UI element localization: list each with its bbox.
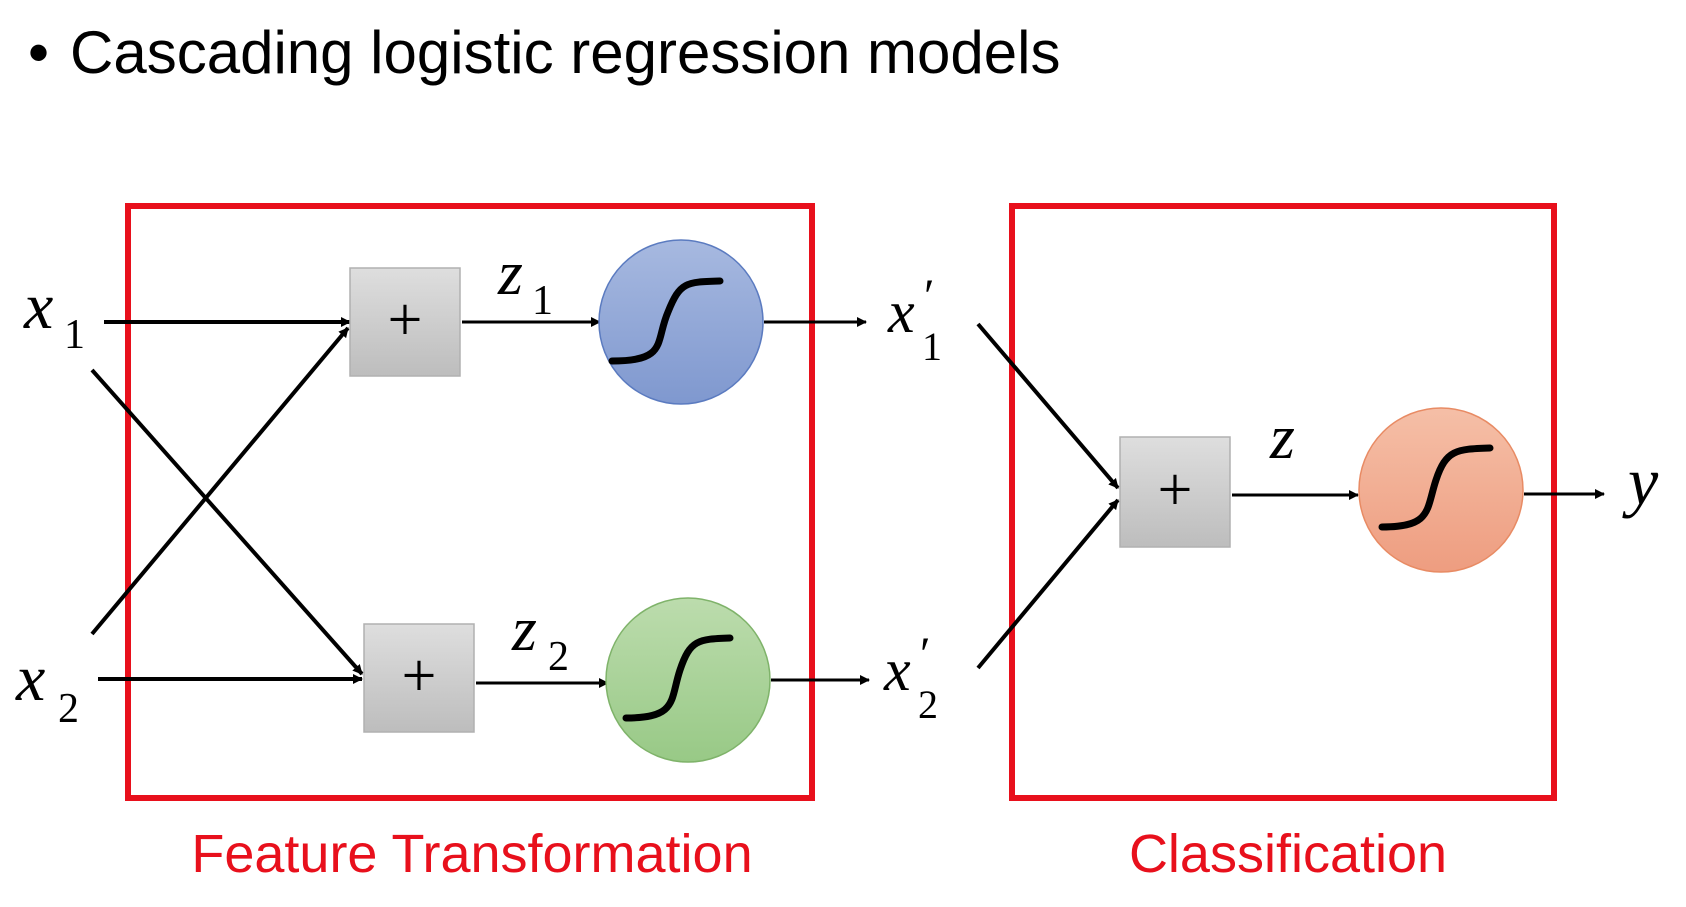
sigmoid-curve-icon — [608, 277, 724, 365]
feature-transformation-label: Feature Transformation — [191, 824, 752, 884]
plus-icon: + — [388, 286, 423, 354]
plus-icon: + — [1158, 456, 1193, 524]
feature-transformation-box — [125, 203, 815, 801]
svg-text:1: 1 — [64, 312, 85, 358]
sum-node-1: + — [349, 267, 461, 377]
sum-node-2: + — [363, 623, 475, 733]
edge-x1p-to-sum3 — [976, 322, 1120, 490]
x2-prime-label: x ′ 2 — [883, 628, 938, 727]
svg-text:′: ′ — [924, 270, 935, 323]
plus-icon: + — [402, 642, 437, 710]
sigmoid-node-3 — [1358, 407, 1524, 573]
svg-text:2: 2 — [548, 634, 569, 680]
svg-text:2: 2 — [918, 682, 938, 727]
input-x1-label: x 1 — [23, 270, 85, 358]
y-output-label: y — [1622, 443, 1659, 519]
svg-text:1: 1 — [532, 278, 553, 324]
svg-text:x: x — [23, 270, 53, 343]
svg-text:2: 2 — [58, 686, 79, 732]
input-x2-label: x 2 — [15, 642, 79, 732]
svg-text:x: x — [15, 642, 45, 715]
sigmoid-curve-icon — [622, 634, 734, 722]
bullet-icon: • — [28, 19, 50, 86]
edge-x2-to-sum1 — [90, 326, 350, 636]
classification-label: Classification — [1129, 824, 1447, 884]
sigmoid-node-2 — [605, 597, 771, 763]
sigmoid-curve-icon — [1378, 444, 1494, 531]
x1-prime-label: x ′ 1 — [887, 270, 942, 369]
z2-label: z 2 — [511, 593, 569, 680]
sum-node-3: + — [1119, 436, 1231, 548]
svg-text:x: x — [887, 279, 915, 345]
svg-text:z: z — [497, 237, 523, 308]
edge-x1-to-sum2 — [90, 368, 364, 676]
svg-text:′: ′ — [920, 628, 931, 681]
slide-title: • Cascading logistic regression models — [28, 18, 1060, 87]
title-text: Cascading logistic regression models — [70, 19, 1061, 86]
edge-x2p-to-sum3 — [976, 498, 1120, 670]
svg-text:1: 1 — [922, 324, 942, 369]
z1-label: z 1 — [497, 237, 553, 324]
z-label: z — [1269, 401, 1295, 472]
classification-box — [1009, 203, 1557, 801]
sigmoid-node-1 — [598, 239, 764, 405]
svg-text:x: x — [883, 637, 911, 703]
svg-text:z: z — [511, 593, 537, 664]
